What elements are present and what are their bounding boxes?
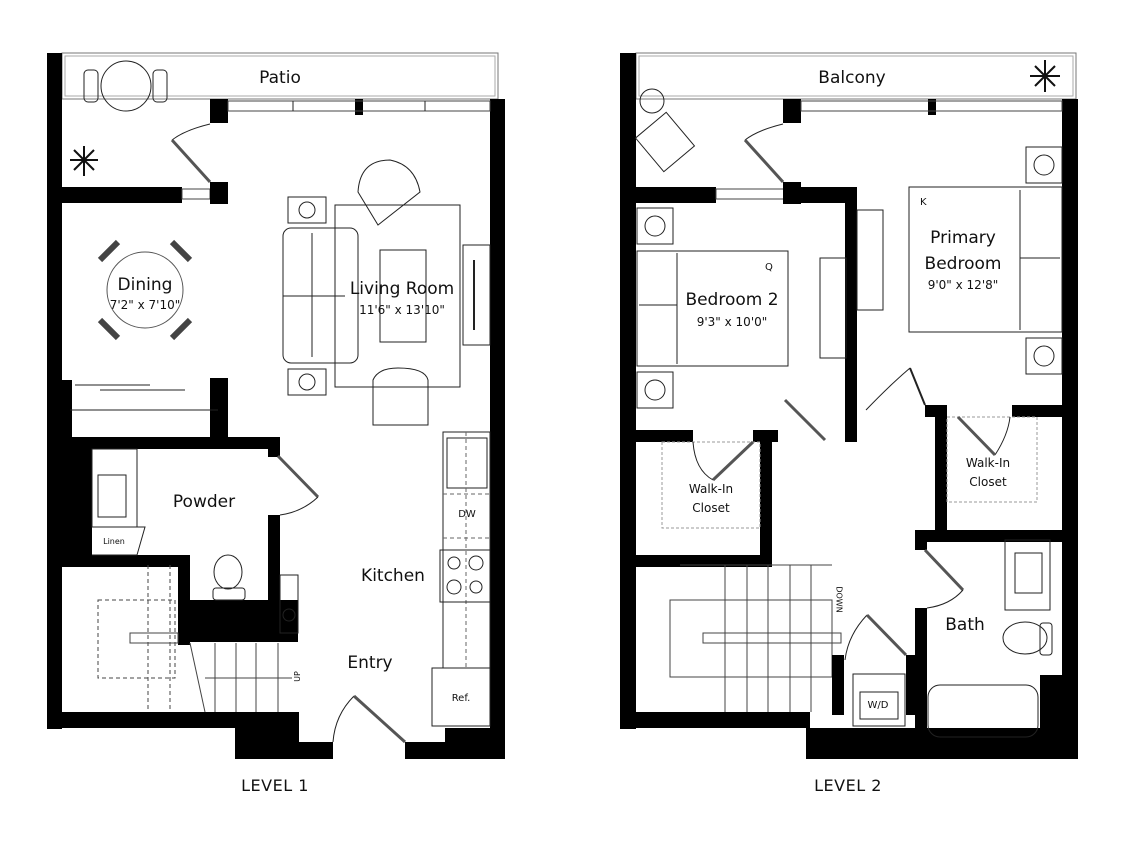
level-2-title: LEVEL 2: [814, 776, 882, 795]
stairs-level-2: [669, 564, 842, 712]
fixture-label-dishwasher: DW: [458, 509, 476, 520]
bed-size-queen: Q: [765, 262, 773, 273]
room-label-primary-bedroom-line2: Bedroom: [924, 254, 1002, 274]
level-1-plan: [47, 52, 505, 759]
fixture-label-refrigerator: Ref.: [451, 693, 471, 704]
room-label-bath: Bath: [945, 615, 985, 635]
room-dimensions-bedroom-2: 9'3" x 10'0": [696, 315, 768, 329]
room-label-walk-in-closet-1-line1: Walk-In: [688, 482, 734, 496]
wall-right: [490, 99, 505, 759]
room-label-bedroom-2: Bedroom 2: [685, 290, 779, 310]
room-label-patio: Patio: [259, 68, 301, 88]
plant-icon: [70, 146, 98, 176]
wall-left: [47, 53, 62, 729]
bed-size-king: K: [920, 197, 927, 208]
level-1-title: LEVEL 1: [241, 776, 309, 795]
level-2-plan: [620, 52, 1078, 759]
room-label-balcony: Balcony: [818, 68, 886, 88]
plant-icon: [1030, 60, 1060, 92]
room-label-kitchen: Kitchen: [361, 566, 425, 586]
room-dimensions-dining: 7'2" x 7'10": [109, 298, 181, 312]
room-label-dining: Dining: [117, 275, 173, 295]
room-label-powder: Powder: [172, 492, 236, 512]
room-label-walk-in-closet-2-line2: Closet: [969, 475, 1007, 489]
stairs-direction-up: UP: [292, 671, 302, 682]
stairs-level-1: [97, 565, 292, 713]
fixture-label-washer-dryer: W/D: [867, 700, 889, 711]
room-label-walk-in-closet-2-line1: Walk-In: [965, 456, 1011, 470]
room-label-entry: Entry: [347, 653, 393, 673]
room-dimensions-primary-bedroom: 9'0" x 12'8": [927, 278, 999, 292]
room-label-primary-bedroom-line1: Primary: [930, 228, 996, 248]
room-dimensions-living-room: 11'6" x 13'10": [359, 303, 445, 317]
room-label-walk-in-closet-1-line2: Closet: [692, 501, 730, 515]
room-label-linen: Linen: [103, 537, 125, 546]
room-label-living-room: Living Room: [349, 279, 455, 299]
stairs-direction-down: DOWN: [834, 586, 844, 613]
